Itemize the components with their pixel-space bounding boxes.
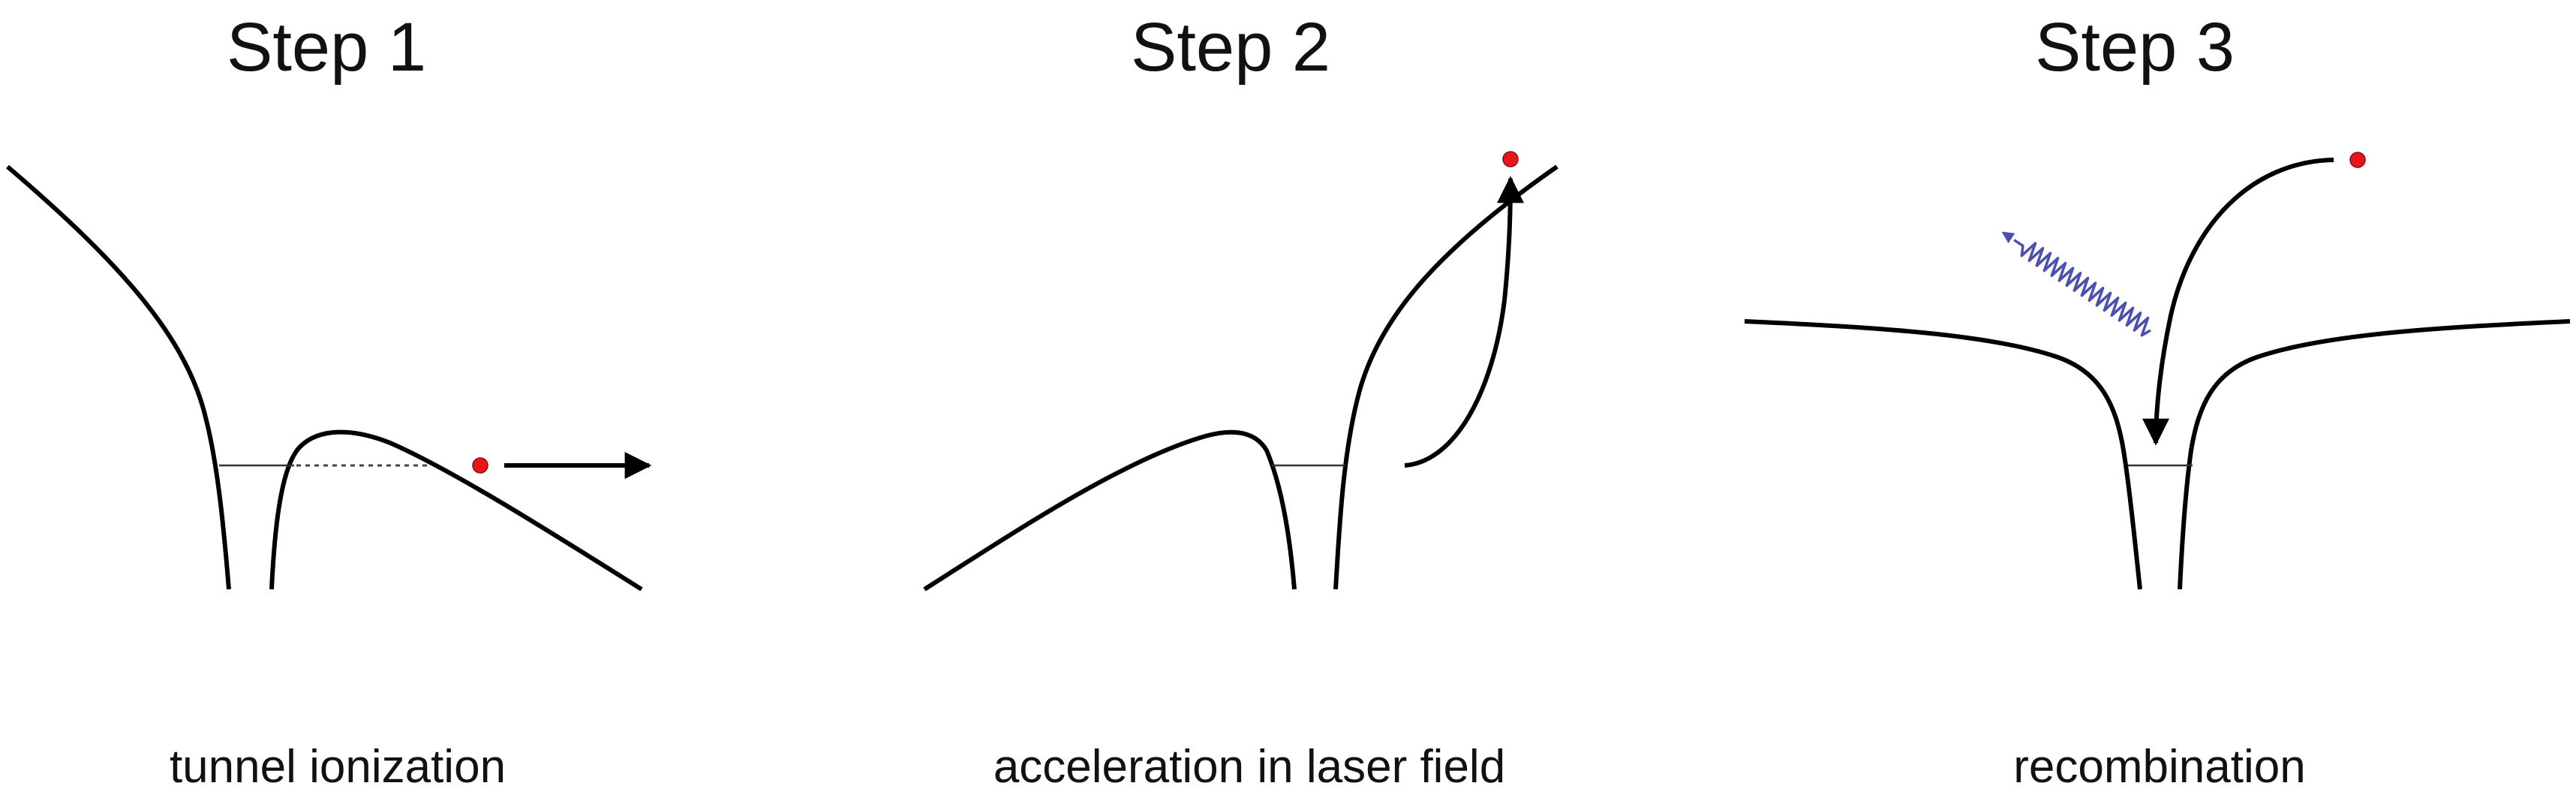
potential-curve-right [2178, 319, 2571, 590]
photon-wave-icon [2001, 231, 2151, 337]
step-1-panel [6, 164, 652, 592]
step-3-title: Step 3 [2035, 9, 2235, 86]
step-1-title: Step 1 [227, 9, 426, 86]
potential-barrier [269, 429, 643, 592]
electron-dot-icon [472, 457, 488, 474]
potential-curve-left [1744, 319, 2142, 590]
electron-dot-icon [1502, 151, 1519, 167]
potential-curve-right [1333, 164, 1559, 590]
step-2-panel [923, 151, 1559, 592]
step-2-caption: acceleration in laser field [993, 741, 1506, 793]
step-2-title: Step 2 [1131, 9, 1330, 86]
step-1-caption: tunnel ionization [169, 741, 506, 793]
return-trajectory-arrow-icon [2142, 158, 2334, 446]
trajectory-arrow-icon [1404, 176, 1524, 468]
step-3-caption: recombination [2013, 741, 2306, 793]
potential-curve-left [6, 164, 231, 590]
step-3-panel [1744, 152, 2571, 590]
electron-dot-icon [2349, 152, 2366, 168]
potential-barrier [923, 429, 1297, 592]
